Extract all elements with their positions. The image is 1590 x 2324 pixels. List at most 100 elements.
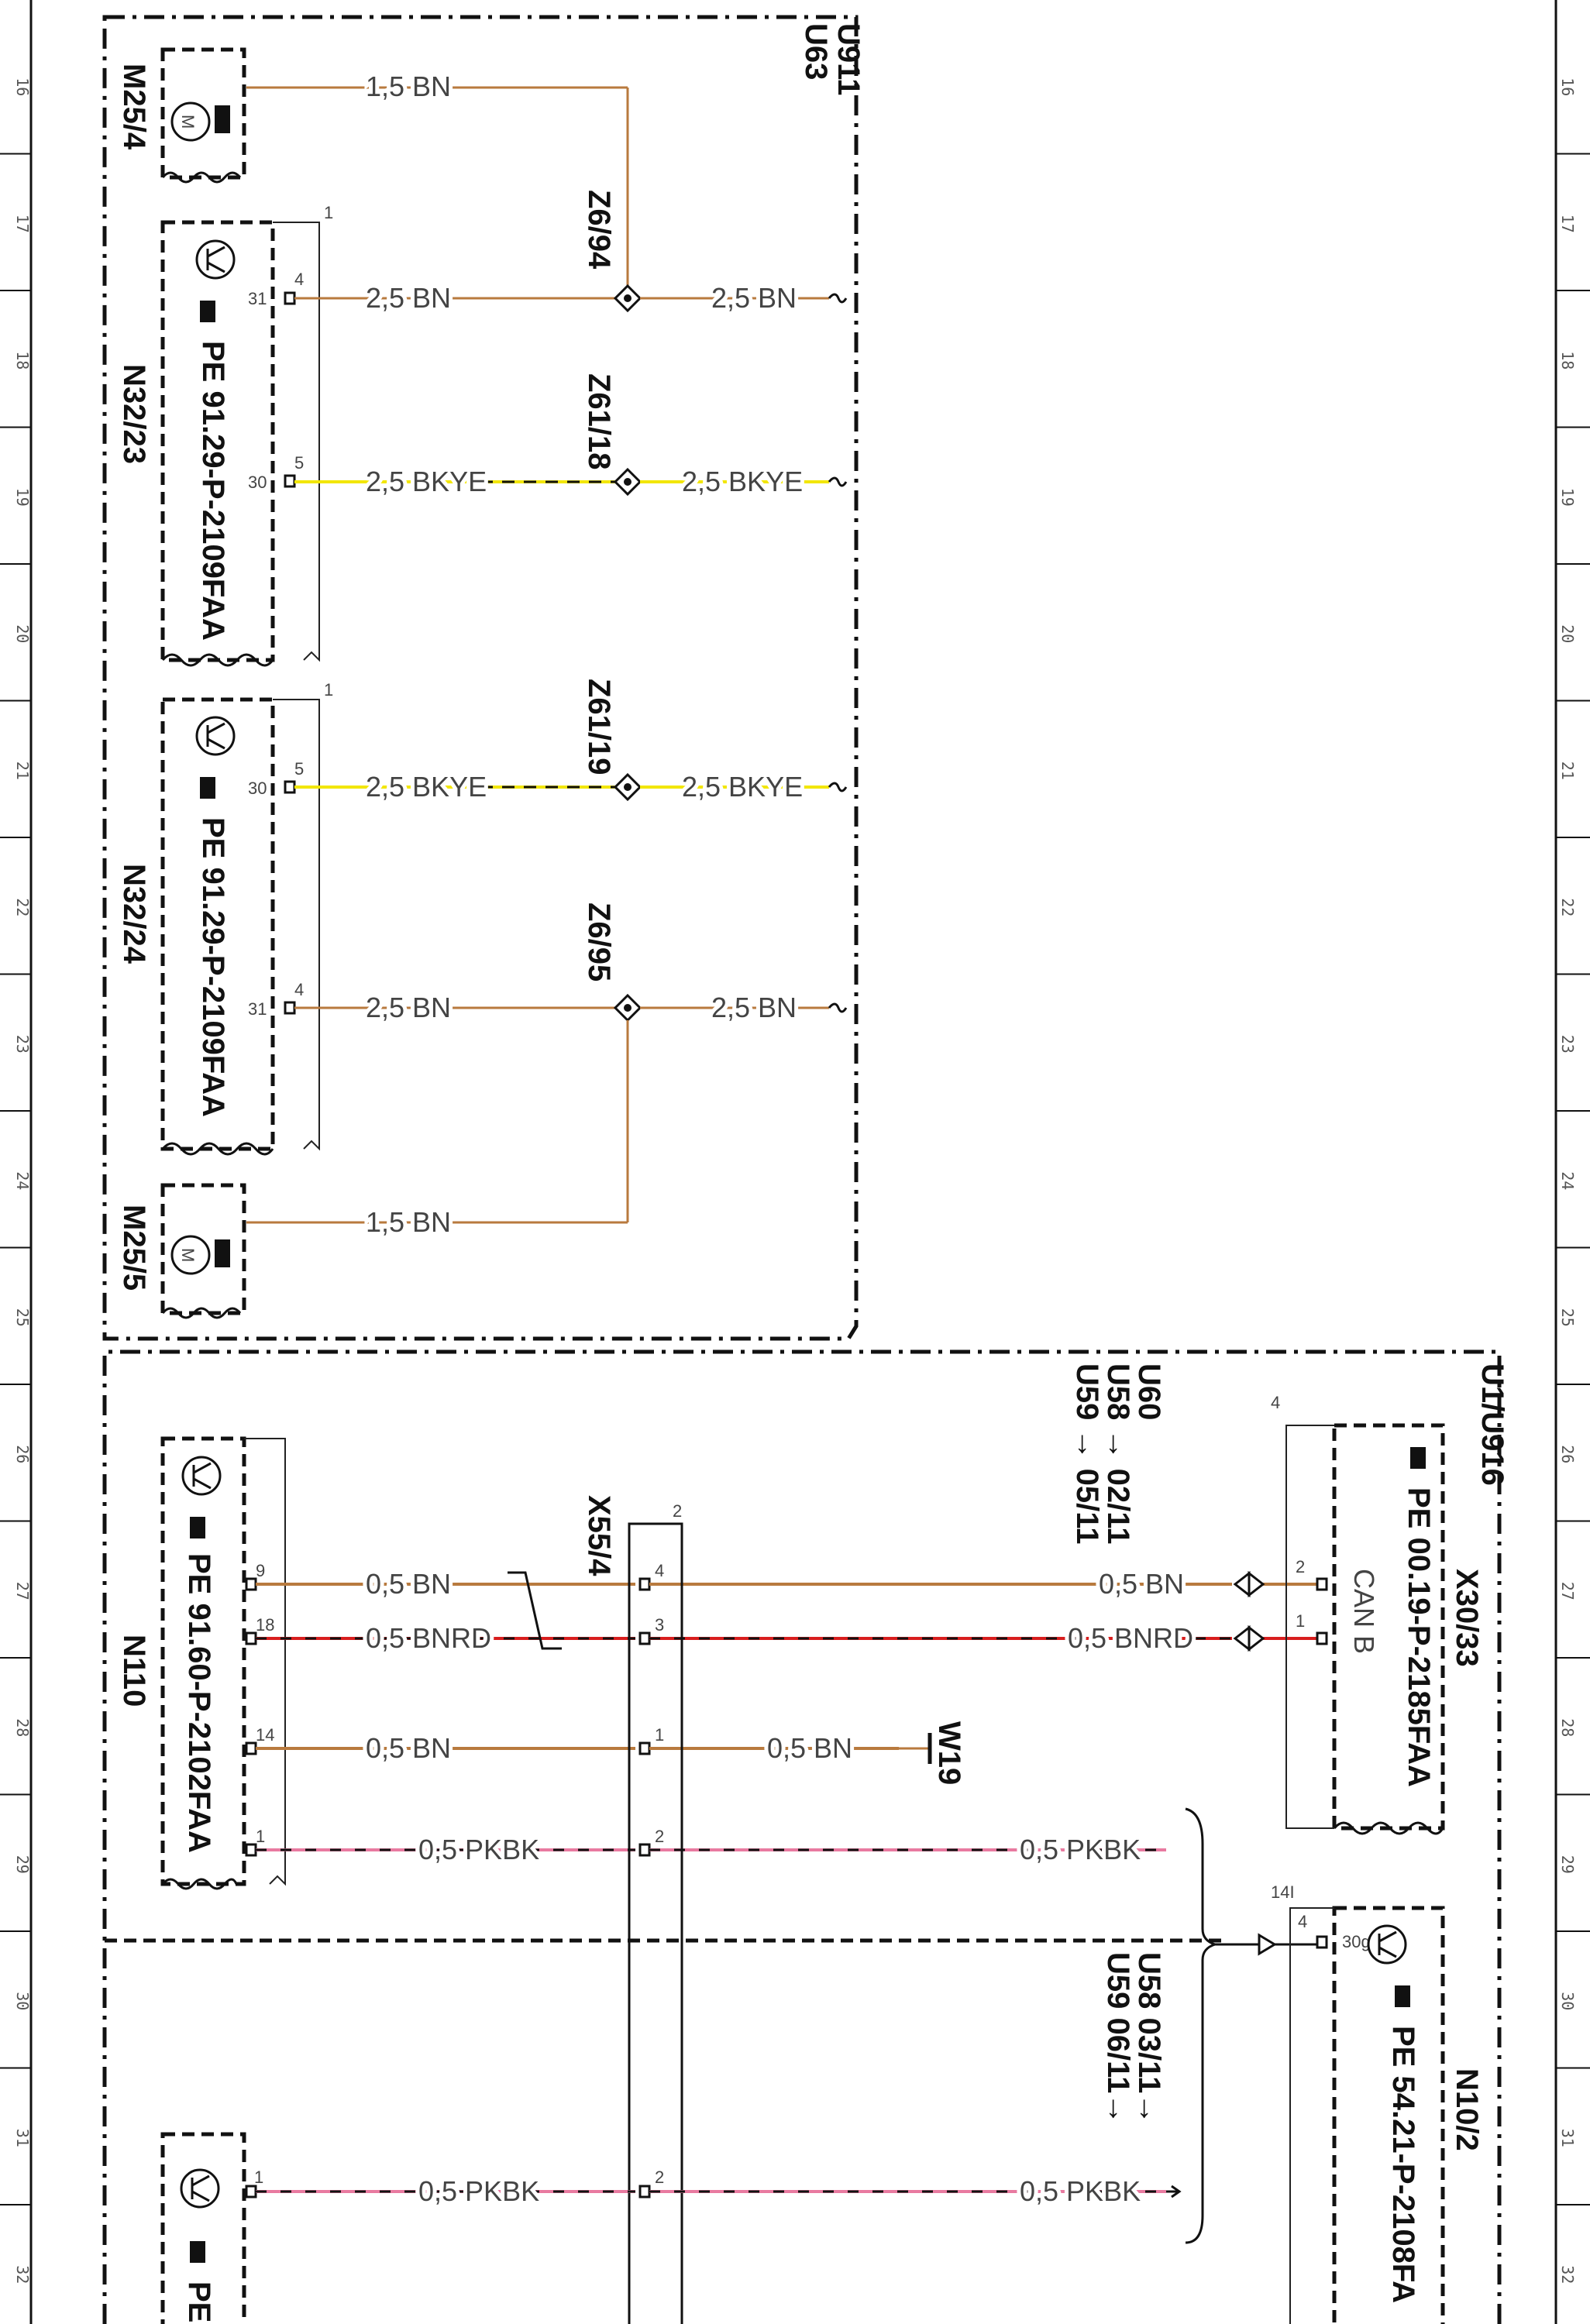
lower-block-frame — [102, 1349, 1502, 2324]
x30-33-ref: PE 00.19-P-2185FAA — [1402, 1487, 1436, 1787]
ruler-label: 32 — [13, 2265, 32, 2284]
ruler-label: 30 — [1558, 1992, 1577, 2010]
x55-pin: 2 — [655, 1827, 664, 1846]
bottom-ref: PE — [182, 2281, 216, 2322]
pin-terminal — [245, 1843, 257, 1857]
z61-19-wire: 2,5 BKYE — [682, 771, 803, 803]
m25-4-label: M25/4 — [117, 64, 151, 150]
z6-94-label: Z6/94 — [582, 190, 616, 270]
u58-ref: U58 → 02/11 — [1101, 1363, 1135, 1545]
transistor-icon — [181, 1456, 222, 1496]
n32-23-ref: PE 91.29-P-2109FAA — [196, 341, 230, 641]
ruler-label: 17 — [1558, 215, 1577, 233]
transistor-icon — [195, 716, 236, 756]
ruler-label: 31 — [13, 2129, 32, 2147]
ruler-label: 20 — [1558, 624, 1577, 643]
svg-text:1: 1 — [1296, 1611, 1305, 1631]
transistor-icon — [195, 239, 236, 280]
svg-text:M: M — [178, 115, 198, 129]
pin-terminal — [638, 1843, 651, 1857]
z6-95-wire: 2,5 BN — [711, 992, 797, 1023]
u60-ref: U60 — [1132, 1363, 1166, 1420]
module-n32-23: 1 PE 91.29-P-2109FAA N32/23 31 4 30 5 2,… — [117, 203, 620, 667]
n32-23-wire-2: 2,5 BKYE — [366, 466, 487, 497]
pin-terminal — [245, 1741, 257, 1755]
pin-terminal — [638, 1741, 651, 1755]
connector-icon — [215, 1239, 230, 1267]
lower-block-id: U1/U916 — [1475, 1363, 1509, 1486]
ruler-label: 23 — [13, 1035, 32, 1054]
ruler-label: 23 — [1558, 1035, 1577, 1054]
motor-icon — [170, 1235, 211, 1275]
ruler-label: 19 — [1558, 488, 1577, 507]
svg-text:31: 31 — [248, 999, 267, 1019]
ground-w19: W19 — [899, 1721, 966, 1785]
n32-24-wire-2: 2,5 BN — [366, 992, 451, 1023]
ruler-label: 20 — [13, 624, 32, 643]
n10-2-label: N10/2 — [1450, 2068, 1484, 2151]
ruler-label: 29 — [1558, 1855, 1577, 1874]
ruler-label: 25 — [13, 1308, 32, 1327]
n110-pin: 9 — [256, 1561, 265, 1580]
twisted-pair-indicator — [508, 1571, 562, 1650]
ruler-label: 28 — [1558, 1718, 1577, 1737]
ruler-label: 24 — [1558, 1171, 1577, 1190]
motor-m25-4: M M25/4 1,5 BN — [117, 47, 628, 184]
upper-block-id-1: U911 — [831, 23, 866, 95]
pointer-icon — [1395, 1985, 1410, 2007]
connector-x55-4: 2 X55/4 — [582, 1495, 683, 2324]
svg-text:2: 2 — [655, 2168, 664, 2187]
pointer-icon — [200, 301, 215, 322]
n110-pin: 1 — [256, 1827, 265, 1846]
z61-18-wire: 2,5 BKYE — [682, 466, 803, 497]
pointer-icon — [190, 1517, 205, 1538]
svg-text:4: 4 — [1271, 1393, 1280, 1412]
module-n32-24: 1 PE 91.29-P-2109FAA N32/24 30 5 31 4 2,… — [117, 680, 620, 1156]
svg-text:30: 30 — [248, 779, 267, 798]
n110-wire: 0,5 PKBK — [418, 1834, 539, 1865]
arrow-icon — [1258, 1933, 1277, 1956]
n32-24-label: N32/24 — [117, 864, 151, 964]
splice-z61-18: Z61/18 2,5 BKYE — [582, 373, 848, 501]
ruler-label: 18 — [1558, 351, 1577, 370]
z61-19-label: Z61/19 — [582, 679, 616, 775]
bidirectional-arrow-icon — [1233, 1624, 1265, 1652]
bidirectional-arrow-icon — [1233, 1570, 1265, 1598]
svg-text:M: M — [178, 1248, 198, 1262]
svg-text:2: 2 — [1296, 1557, 1305, 1576]
n110-wire: 0,5 BN — [366, 1732, 451, 1764]
x55-pin: 1 — [655, 1725, 664, 1745]
svg-text:4: 4 — [1298, 1912, 1307, 1931]
m25-5-label: M25/5 — [117, 1205, 151, 1291]
z6-94-wire: 2,5 BN — [711, 282, 797, 314]
pointer-icon — [190, 2241, 205, 2263]
ruler-label: 16 — [13, 77, 32, 96]
svg-text:1: 1 — [254, 2168, 263, 2187]
svg-text:5: 5 — [294, 759, 304, 779]
pin-terminal — [245, 1577, 257, 1591]
pin-terminal — [638, 1577, 651, 1591]
ruler-label: 25 — [1558, 1308, 1577, 1327]
pin-terminal — [1316, 1631, 1328, 1645]
m25-5-wire: 1,5 BN — [366, 1206, 451, 1238]
n32-24-conn: 1 — [324, 680, 333, 700]
m25-4-wire: 1,5 BN — [366, 70, 451, 102]
ruler-label: 16 — [1558, 77, 1577, 96]
n110-pin: 14 — [256, 1725, 274, 1745]
x55-wire: 0,5 BN — [767, 1732, 852, 1764]
svg-text:5: 5 — [294, 453, 304, 473]
n110-ref: PE 91.60-P-2102FAA — [182, 1553, 216, 1853]
n110-pin: 18 — [256, 1615, 274, 1635]
x55-pin: 3 — [655, 1615, 664, 1635]
svg-text:31: 31 — [248, 289, 267, 308]
n32-23-wire-1: 2,5 BN — [366, 282, 451, 314]
motor-m25-5: M M25/5 1,5 BN — [117, 1183, 628, 1319]
pointer-icon — [200, 777, 215, 799]
ruler-label: 19 — [13, 488, 32, 507]
ruler-label: 26 — [1558, 1445, 1577, 1463]
ruler-label: 22 — [13, 898, 32, 916]
svg-text:2: 2 — [673, 1501, 682, 1521]
svg-text:4: 4 — [294, 270, 304, 289]
